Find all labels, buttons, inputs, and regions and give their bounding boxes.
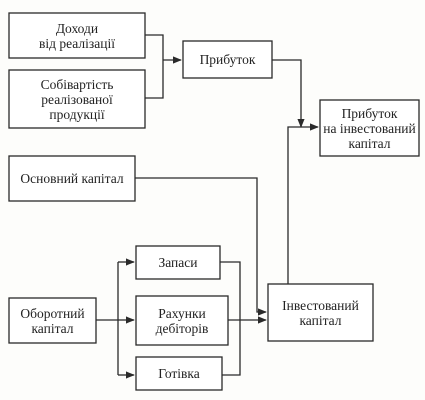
working-capital-label: Оборотний капітал (20, 305, 85, 336)
revenue-to-profit-line (145, 34, 164, 60)
revenue-label: Доходи від реалізації (39, 20, 115, 51)
cash-to-merge-line (222, 320, 241, 376)
roi-label: Прибуток на інвестований капітал (323, 105, 416, 151)
cost-box (8, 69, 146, 129)
cash-label: Готівка (158, 366, 200, 381)
inventory-label: Запаси (158, 255, 198, 270)
fixed-capital-box (8, 155, 136, 202)
invested-capital-box (267, 283, 374, 342)
cost-to-profit-line (145, 60, 164, 99)
receivables-label: Рахунки дебіторів (155, 305, 209, 336)
cash-box (135, 356, 223, 391)
profit-box (182, 40, 273, 79)
inventory-to-merge-line (220, 261, 241, 320)
invested-capital-label: Інвестований капітал (282, 297, 359, 328)
invested-to-roi-arrow (287, 123, 319, 284)
cost-label: Собівартість реалізованої продукції (40, 76, 114, 122)
inventory-box (135, 245, 221, 280)
revenue-box (8, 12, 146, 59)
fixed-capital-label: Основний капітал (20, 171, 124, 186)
profit-to-roi-arrow (272, 59, 305, 128)
fixed-to-invested-arrow (135, 177, 267, 316)
receivables-box (135, 295, 229, 346)
roi-box (319, 99, 420, 157)
working-capital-box (8, 297, 97, 344)
profit-label: Прибуток (199, 52, 256, 67)
